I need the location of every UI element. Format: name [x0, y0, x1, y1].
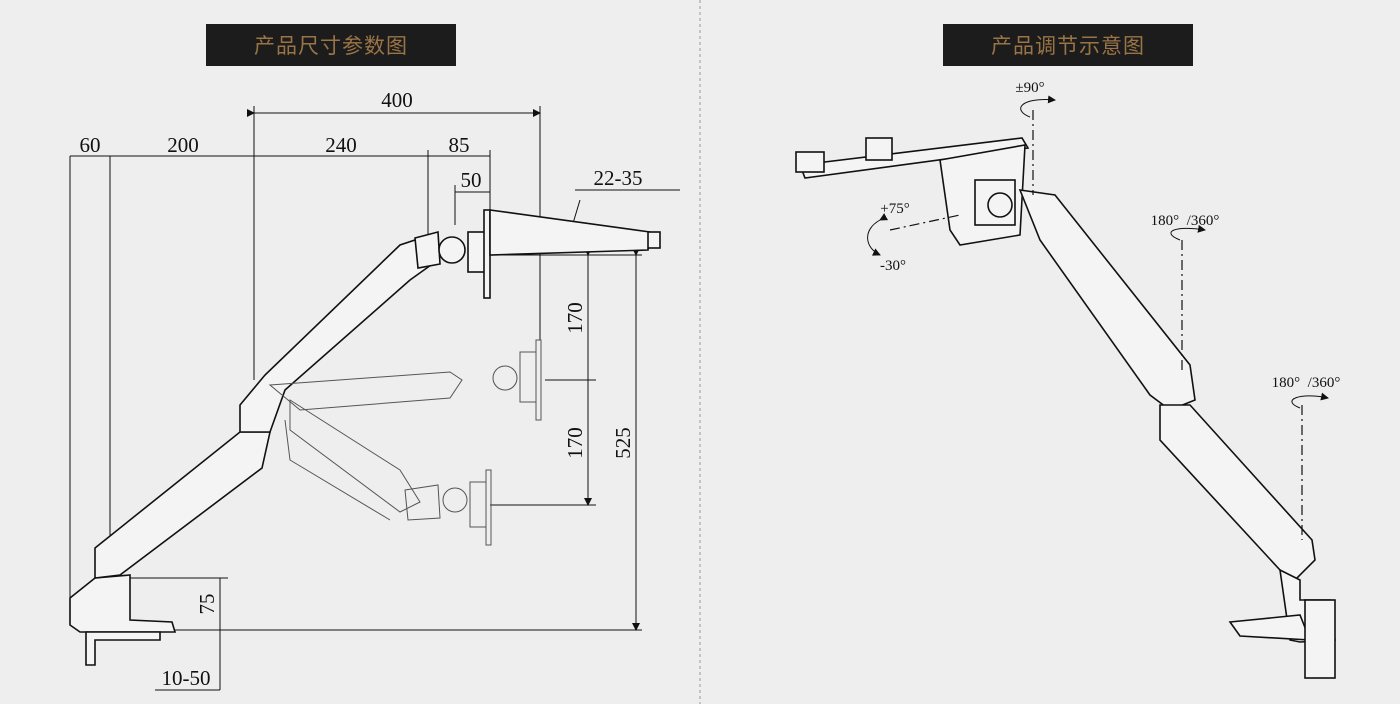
- dim-lower-arm: 200: [167, 133, 199, 157]
- monitor-arm-perspective-view: [795, 95, 1336, 679]
- dim-total-reach: 400: [381, 88, 413, 112]
- adjustment-diagram-title: 产品调节示意图: [943, 24, 1193, 66]
- angle-tilt-up: +75°: [880, 201, 909, 217]
- angle-swivel-lower: 180° /360°: [1272, 375, 1341, 391]
- dim-height-up: 170: [563, 302, 587, 334]
- dimension-diagram-title: 产品尺寸参数图: [206, 24, 456, 66]
- dim-max-height: 525: [611, 427, 635, 459]
- dim-upper-arm: 240: [325, 133, 357, 157]
- angle-tilt-down: -30°: [880, 258, 906, 274]
- dim-height-down: 170: [563, 427, 587, 459]
- dim-base-offset: 60: [80, 133, 101, 157]
- dim-base-height: 75: [195, 594, 219, 615]
- angle-swivel-upper: 180° /360°: [1151, 213, 1220, 229]
- monitor-arm-side-view: [69, 209, 661, 666]
- dim-tilt-range: 22-35: [594, 166, 643, 190]
- dimension-lines: [69, 106, 680, 691]
- dim-head-offset: 85: [449, 133, 470, 157]
- dim-vesa-offset: 50: [461, 168, 482, 192]
- dim-clamp-range: 10-50: [162, 666, 211, 690]
- angle-rotation: ±90°: [1015, 80, 1044, 96]
